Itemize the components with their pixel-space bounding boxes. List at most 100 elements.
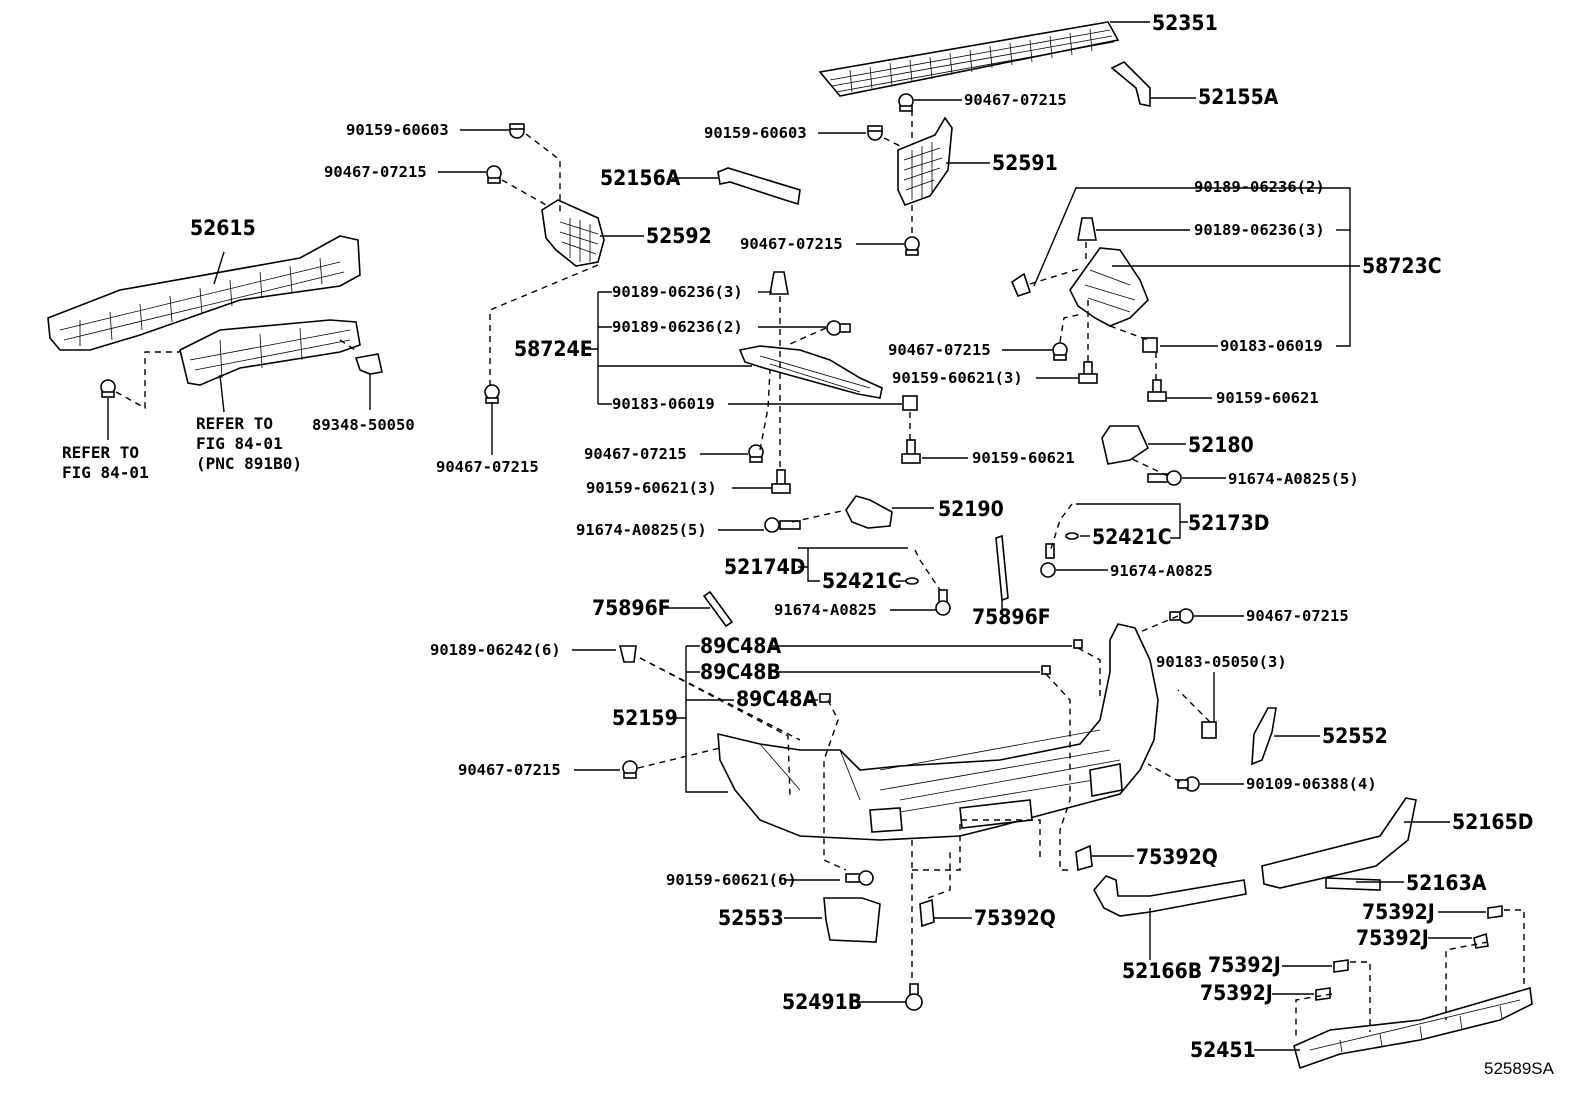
label-90467-lowleft: 90467-07215 — [436, 458, 539, 476]
part-52553 — [823, 897, 881, 943]
label-90189-06242-6: 90189-06242(6) — [430, 641, 561, 659]
part-52163A — [1325, 877, 1381, 891]
label-90467-bl: 90467-07215 — [458, 761, 561, 779]
fastener-90159-r — [1147, 379, 1167, 402]
leader-lines — [107, 21, 1486, 1051]
part-52180 — [1101, 425, 1150, 465]
labels: 52351 52155A 90467-07215 90159-60603 525… — [62, 11, 1555, 1078]
fastener-90189-2a — [826, 320, 851, 336]
label-58723C: 58723C — [1362, 254, 1442, 278]
label-52491B: 52491B — [782, 990, 862, 1014]
fastener-91674-b — [1040, 543, 1056, 578]
label-90189-06236-3b: 90189-06236(3) — [1194, 221, 1325, 239]
part-52155A — [1110, 61, 1151, 107]
label-52155A: 52155A — [1198, 85, 1279, 109]
part-52351-scuff-plate — [818, 21, 1120, 97]
part-shapes — [47, 21, 1533, 1070]
part-75896F-left — [702, 590, 734, 628]
fastener-52491B — [905, 983, 923, 1011]
fastener-90467-left — [486, 165, 502, 184]
label-89C48B: 89C48B — [700, 660, 781, 684]
fastener-refer-left — [100, 379, 116, 398]
label-52156A: 52156A — [600, 166, 681, 190]
fastener-91674-5b — [1147, 470, 1182, 486]
label-52351: 52351 — [1152, 11, 1218, 35]
part-58724E-bracket — [738, 345, 883, 399]
label-90467-r2: 90467-07215 — [888, 341, 991, 359]
label-refer-left-2: FIG 84-01 — [62, 463, 149, 482]
fastener-75392J-a — [1487, 905, 1503, 919]
fastener-90189-3a — [769, 271, 789, 295]
fastener-90159-left — [509, 123, 525, 139]
fastener-90183-b — [1142, 337, 1158, 353]
label-52592: 52592 — [646, 224, 712, 248]
fastener-90159-mid2 — [901, 439, 921, 464]
part-52615-reinforcement — [47, 235, 361, 351]
fastener-90467-r2 — [1052, 342, 1068, 361]
label-89C48A-b: 89C48A — [736, 687, 817, 711]
fastener-90467-top — [898, 93, 914, 112]
fastener-75392J-b — [1473, 932, 1489, 949]
label-refer-mid-1: REFER TO — [196, 414, 273, 433]
fastener-89C48A-b — [819, 693, 831, 703]
label-52173D: 52173D — [1188, 511, 1269, 535]
label-89C48A-a: 89C48A — [700, 634, 781, 658]
fastener-90159-r3 — [1078, 361, 1098, 384]
part-52592-bracket — [541, 199, 605, 267]
fastener-90467-bl — [622, 760, 638, 779]
label-90467-mid: 90467-07215 — [584, 445, 687, 463]
label-52591: 52591 — [992, 151, 1058, 175]
label-90467-br: 90467-07215 — [1246, 607, 1349, 625]
label-90183-06019-b: 90183-06019 — [1220, 337, 1323, 355]
label-91674-A0825-a: 91674-A0825 — [774, 601, 877, 619]
fastener-90109 — [1177, 776, 1200, 792]
label-75392J-d: 75392J — [1200, 981, 1273, 1005]
label-90183-05050-3: 90183-05050(3) — [1156, 653, 1287, 671]
label-52421C-b: 52421C — [1092, 525, 1172, 549]
label-91674-A0825-5b: 91674-A0825(5) — [1228, 470, 1359, 488]
label-91674-A0825-5a: 91674-A0825(5) — [576, 521, 707, 539]
part-52165D — [1261, 797, 1417, 889]
fastener-91674-a — [935, 589, 951, 616]
label-90159-60621-3-r: 90159-60621(3) — [892, 369, 1023, 387]
label-90189-06236-2a: 90189-06236(2) — [612, 318, 743, 336]
label-52553: 52553 — [718, 906, 784, 930]
part-58723C-bracket — [1069, 247, 1149, 327]
label-refer-mid-3: (PNC 891B0) — [196, 454, 302, 473]
part-52451-diffuser — [1293, 986, 1533, 1070]
part-75896F-right — [995, 534, 1009, 602]
part-52159-bumper-cover — [717, 623, 1159, 841]
fastener-90159-6 — [845, 870, 874, 886]
fastener-90159-top — [867, 125, 883, 141]
part-absorber — [179, 319, 361, 386]
part-89348-50050 — [354, 353, 383, 375]
fastener-90467-r1 — [904, 236, 920, 256]
label-75392J-c: 75392J — [1208, 953, 1281, 977]
label-52421C-a: 52421C — [822, 569, 902, 593]
fastener-90467-br — [1169, 608, 1194, 624]
fastener-91674-5a — [764, 517, 801, 533]
fastener-52421C-a — [905, 577, 919, 585]
label-52451: 52451 — [1190, 1038, 1256, 1062]
fastener-52421C-b — [1065, 532, 1079, 540]
part-52166B — [1093, 875, 1247, 917]
label-52159: 52159 — [612, 706, 678, 730]
label-52615: 52615 — [190, 216, 256, 240]
fastener-90467-lowleft — [484, 384, 500, 404]
label-90467-r1: 90467-07215 — [740, 235, 843, 253]
label-52552: 52552 — [1322, 724, 1388, 748]
label-52166B: 52166B — [1122, 959, 1202, 983]
label-91674-A0825-b: 91674-A0825 — [1110, 562, 1213, 580]
fastener-90189-2b — [1011, 272, 1032, 297]
label-52163A: 52163A — [1406, 871, 1487, 895]
part-52156A — [717, 167, 801, 206]
label-75392Q-a: 75392Q — [1136, 845, 1218, 869]
label-58724E: 58724E — [514, 337, 593, 361]
fastener-90183-050 — [1201, 721, 1217, 739]
label-90159-60621-r: 90159-60621 — [1216, 389, 1319, 407]
label-75392Q-b: 75392Q — [974, 906, 1056, 930]
part-52591-bracket — [897, 116, 953, 207]
label-90159-60621-mid2: 90159-60621 — [972, 449, 1075, 467]
label-75392J-a: 75392J — [1362, 900, 1435, 924]
